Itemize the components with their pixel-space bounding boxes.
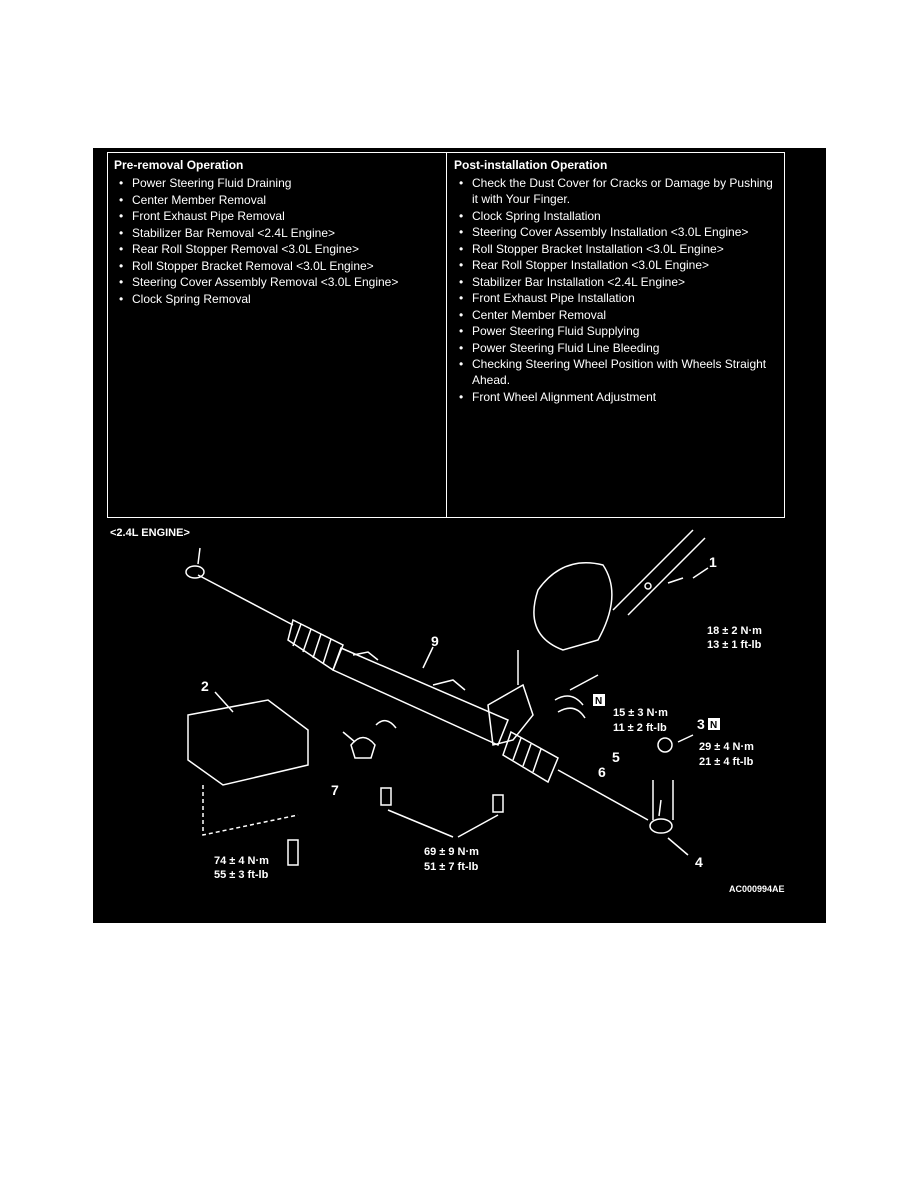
leader-7	[342, 731, 356, 743]
left-tie-rod-end	[185, 565, 205, 579]
clamp-parts	[554, 695, 586, 719]
torque-left-ftlb: 55 ± 3 ft-lb	[214, 869, 269, 881]
post-installation-column: Post-installation Operation Check the Du…	[454, 153, 780, 405]
housing-clamps	[352, 651, 466, 691]
right-boot	[502, 730, 559, 784]
steering-cover	[533, 562, 613, 651]
post-installation-item: Power Steering Fluid Supplying	[454, 323, 780, 339]
post-installation-title: Post-installation Operation	[454, 158, 608, 172]
n-badge-a: N	[595, 696, 602, 707]
leader-mid-b	[457, 814, 499, 838]
torque-n-ftlb: 11 ± 2 ft-lb	[613, 722, 667, 734]
n-badge-box-a	[593, 694, 605, 706]
post-installation-item: Check the Dust Cover for Cracks or Damag…	[454, 175, 780, 207]
left-tie-rod	[197, 574, 294, 626]
post-installation-item: Center Member Removal	[454, 307, 780, 323]
pre-removal-item: Clock Spring Removal	[114, 291, 440, 307]
table-divider	[446, 153, 447, 517]
leader-1	[692, 567, 709, 579]
leader-9	[422, 646, 434, 669]
leader-n	[569, 674, 599, 691]
callout-2: 2	[201, 678, 209, 694]
right-stud	[658, 799, 662, 817]
left-stud	[197, 547, 201, 565]
engine-label: <2.4L ENGINE>	[110, 527, 190, 539]
right-tie-rod	[557, 769, 649, 821]
member-bolt	[287, 839, 299, 866]
post-installation-item: Steering Cover Assembly Installation <3.…	[454, 224, 780, 240]
operation-table: Pre-removal Operation Power Steering Flu…	[107, 152, 785, 518]
knuckle-arm	[652, 780, 674, 820]
pre-removal-list: Power Steering Fluid DrainingCenter Memb…	[114, 175, 440, 307]
post-installation-item: Clock Spring Installation	[454, 208, 780, 224]
steering-gear-diagram: <2.4L ENGINE> 1 2 3 4 5 6 7 9 N N 18 ± 2…	[110, 527, 785, 894]
left-boot	[287, 618, 344, 672]
post-installation-list: Check the Dust Cover for Cracks or Damag…	[454, 175, 780, 405]
post-installation-item: Front Exhaust Pipe Installation	[454, 290, 780, 306]
mounting-bolts	[380, 787, 504, 813]
callout-1: 1	[709, 554, 717, 570]
post-installation-item: Checking Steering Wheel Position with Wh…	[454, 356, 780, 388]
torque-1-nm: 18 ± 2 N·m	[707, 625, 762, 637]
center-member	[187, 699, 309, 786]
pre-removal-item: Front Exhaust Pipe Removal	[114, 208, 440, 224]
leader-2	[214, 691, 234, 713]
rack-housing	[332, 646, 509, 747]
torque-mid-ftlb: 51 ± 7 ft-lb	[424, 861, 479, 873]
leader-4	[667, 837, 689, 856]
pre-removal-item: Center Member Removal	[114, 192, 440, 208]
torque-n-nm: 15 ± 3 N·m	[613, 707, 668, 719]
callout-6: 6	[598, 764, 606, 780]
pre-removal-column: Pre-removal Operation Power Steering Flu…	[114, 153, 440, 307]
figure-code: AC000994AE	[729, 884, 785, 894]
pre-removal-item: Power Steering Fluid Draining	[114, 175, 440, 191]
callout-7: 7	[331, 782, 339, 798]
torque-1-ftlb: 13 ± 1 ft-lb	[707, 639, 762, 651]
torque-mid-nm: 69 ± 9 N·m	[424, 846, 479, 858]
member-guide	[202, 785, 299, 836]
right-tie-rod-end	[649, 818, 673, 834]
intermediate-shaft	[612, 529, 706, 616]
post-installation-item: Rear Roll Stopper Installation <3.0L Eng…	[454, 257, 780, 273]
pre-removal-item: Stabilizer Bar Removal <2.4L Engine>	[114, 225, 440, 241]
post-installation-item: Roll Stopper Bracket Installation <3.0L …	[454, 241, 780, 257]
torque-3-ftlb: 21 ± 4 ft-lb	[699, 756, 754, 768]
nut-3	[657, 737, 673, 753]
callout-4: 4	[695, 854, 703, 870]
washer-1	[644, 582, 652, 590]
post-installation-item: Stabilizer Bar Installation <2.4L Engine…	[454, 274, 780, 290]
torque-left-nm: 74 ± 4 N·m	[214, 855, 269, 867]
service-figure: Pre-removal Operation Power Steering Flu…	[93, 148, 826, 923]
torque-3-nm: 29 ± 4 N·m	[699, 741, 754, 753]
valve-body	[487, 683, 534, 746]
pre-removal-title: Pre-removal Operation	[114, 158, 244, 172]
right-boot-ribs	[512, 737, 542, 773]
post-installation-item: Power Steering Fluid Line Bleeding	[454, 340, 780, 356]
bolt-1	[667, 577, 684, 584]
callout-5: 5	[612, 749, 620, 765]
callout-3: 3	[697, 716, 705, 732]
pre-removal-item: Rear Roll Stopper Removal <3.0L Engine>	[114, 241, 440, 257]
mount-bracket	[350, 736, 376, 759]
leader-mid-a	[387, 809, 454, 838]
mount-bracket-upper	[375, 719, 397, 729]
n-badge-box-b	[708, 718, 720, 730]
n-badge-b: N	[710, 720, 717, 731]
pre-removal-item: Roll Stopper Bracket Removal <3.0L Engin…	[114, 258, 440, 274]
leader-3	[677, 734, 694, 743]
pre-removal-item: Steering Cover Assembly Removal <3.0L En…	[114, 274, 440, 290]
callout-9: 9	[431, 633, 439, 649]
post-installation-item: Front Wheel Alignment Adjustment	[454, 389, 780, 405]
left-boot-ribs	[292, 623, 332, 665]
